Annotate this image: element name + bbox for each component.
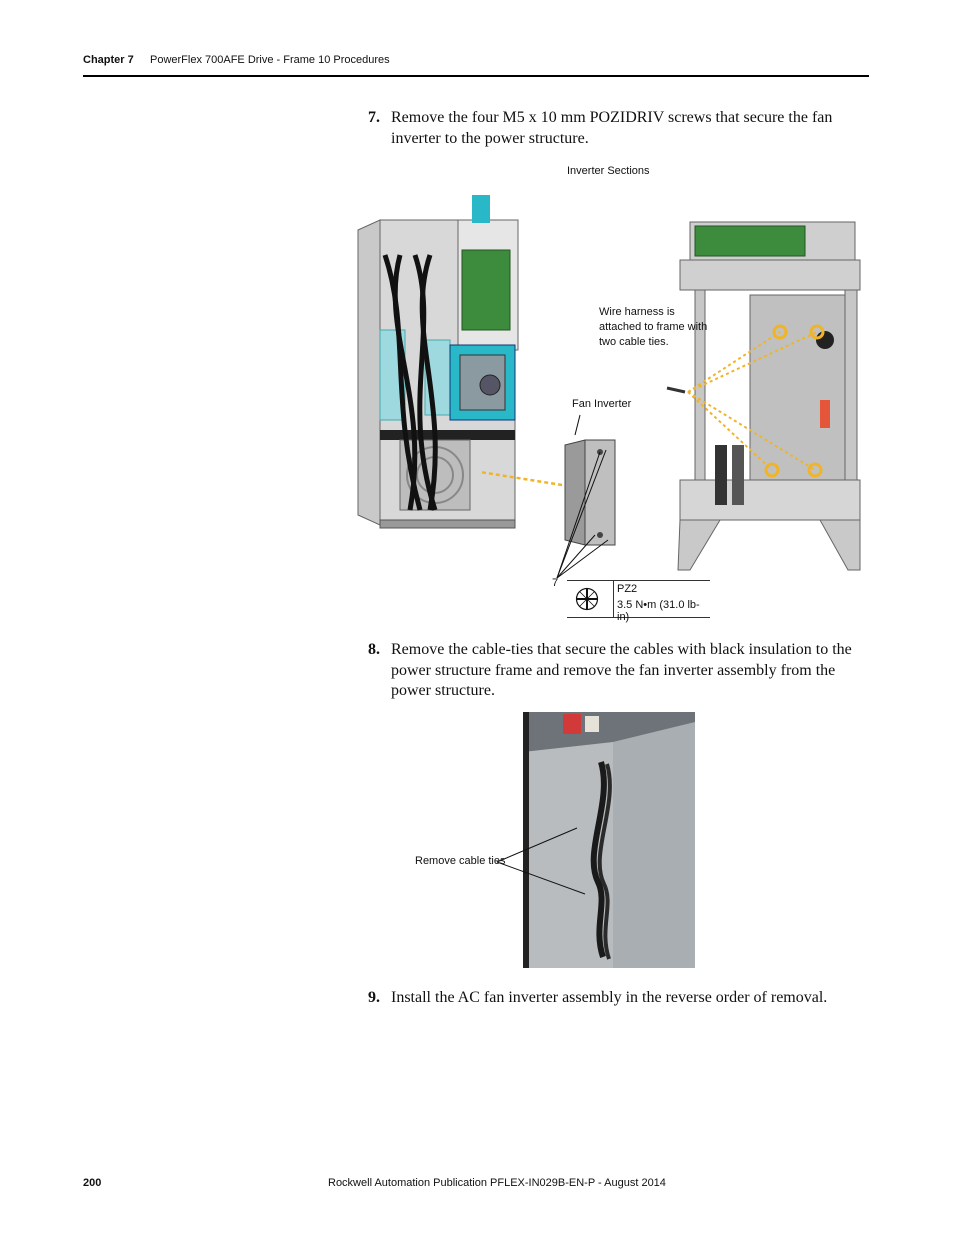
tool-spec: PZ2 <box>617 583 638 595</box>
remove-cable-ties-callout: Remove cable ties <box>415 855 506 867</box>
step-number: 7. <box>368 109 380 126</box>
callout-line: Wire harness is <box>599 306 675 318</box>
callout-line: two cable ties. <box>599 336 669 348</box>
step-text: Remove the cable-ties that secure the ca… <box>391 641 852 699</box>
header-rule <box>83 75 869 77</box>
table-divider <box>613 581 614 617</box>
step-8: 8. Remove the cable-ties that secure the… <box>368 640 858 702</box>
inverter-sections-illustration <box>357 195 861 579</box>
running-header-title: PowerFlex 700AFE Drive - Frame 10 Proced… <box>150 54 390 66</box>
cable-ties-leaders <box>496 827 586 895</box>
callout-line: attached to frame with <box>599 321 708 333</box>
chapter-label: Chapter 7 <box>83 54 134 66</box>
fan-inverter-callout: Fan Inverter <box>572 398 632 410</box>
fan-inverter-module <box>564 439 616 546</box>
step-number: 8. <box>368 641 380 658</box>
cable-ties-photo <box>523 712 695 968</box>
publication-info: Rockwell Automation Publication PFLEX-IN… <box>328 1177 666 1189</box>
step-text: Install the AC fan inverter assembly in … <box>391 989 828 1006</box>
figure-title: Inverter Sections <box>567 165 650 177</box>
step-reference-callout: 7 <box>552 577 559 589</box>
step-9: 9. Install the AC fan inverter assembly … <box>368 988 858 1009</box>
drive-assembly-left <box>357 195 519 529</box>
pozidriv-bit-icon <box>575 587 599 611</box>
torque-spec-table: PZ2 3.5 N•m (31.0 lb-in) <box>567 580 710 623</box>
drive-frame-right <box>666 221 861 571</box>
page-number: 200 <box>83 1177 102 1189</box>
wire-harness-callout: Wire harness is attached to frame with t… <box>599 305 707 350</box>
step-text: Remove the four M5 x 10 mm POZIDRIV scre… <box>391 109 833 147</box>
step-number: 9. <box>368 989 380 1006</box>
torque-value: 3.5 N•m (31.0 lb-in) <box>617 599 700 623</box>
step-7: 7. Remove the four M5 x 10 mm POZIDRIV s… <box>368 108 858 149</box>
